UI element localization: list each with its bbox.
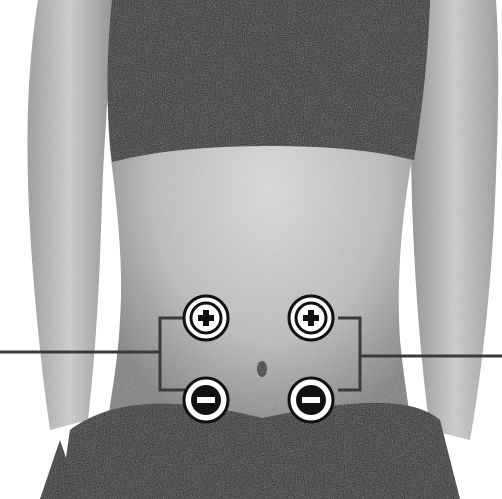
electrode-lower-right: [289, 378, 333, 422]
minus-icon: [302, 397, 320, 403]
electrode-lower-left: [184, 378, 228, 422]
minus-icon: [197, 397, 215, 403]
electrode-upper-left: [184, 296, 228, 340]
navel: [257, 361, 267, 377]
electrode-upper-right: [289, 296, 333, 340]
sports-top: [108, 0, 431, 162]
